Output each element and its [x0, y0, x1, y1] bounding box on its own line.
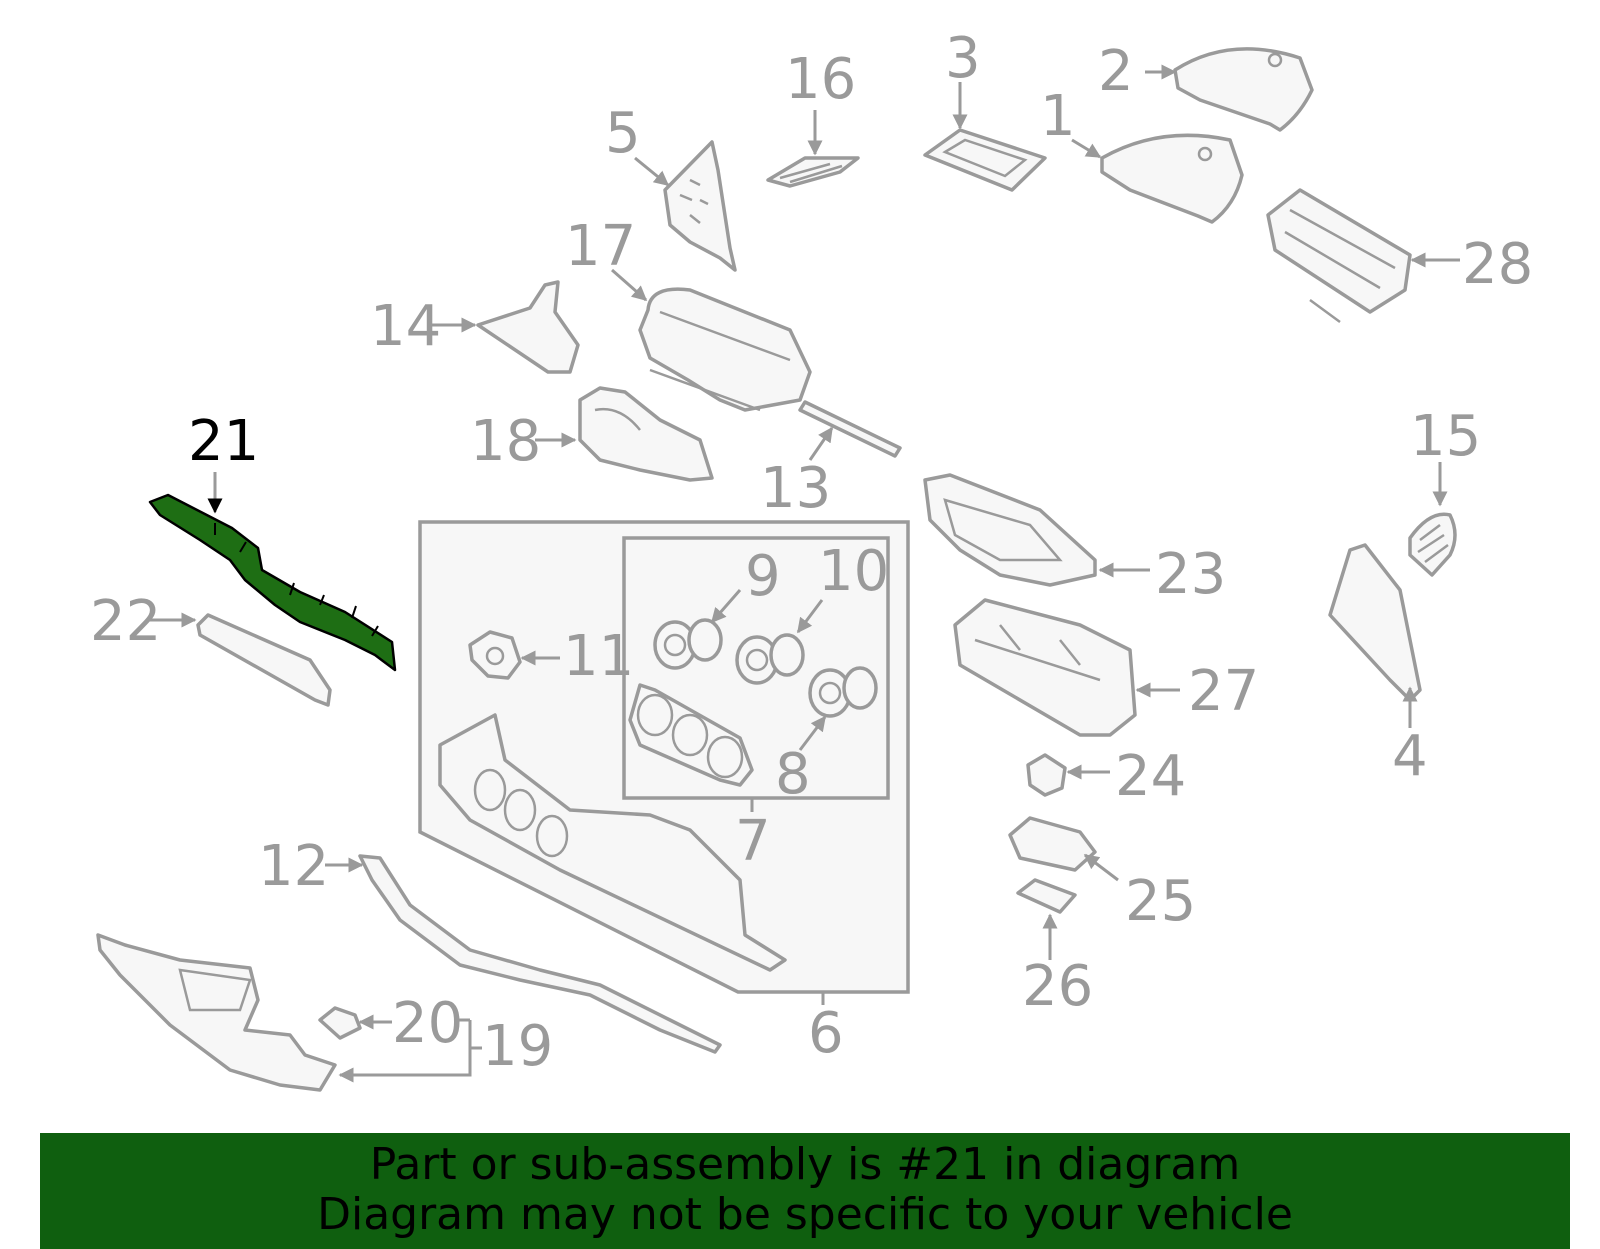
callout-25[interactable]: 25 — [1125, 869, 1196, 934]
leader-19 — [338, 1020, 472, 1083]
part-15-slats — [1417, 524, 1449, 564]
callout-12[interactable]: 12 — [258, 834, 329, 899]
part-21-ribs — [214, 523, 379, 637]
part-16-vent-slats — [779, 162, 843, 184]
callout-21[interactable]: 21 — [188, 409, 259, 474]
part-18-detail — [594, 407, 641, 431]
part-25-tray — [1008, 816, 1097, 872]
part-13-strip — [798, 400, 902, 458]
part-24-switch — [1026, 753, 1067, 797]
callout-1[interactable]: 1 — [1040, 84, 1076, 149]
part-26-mat — [1016, 878, 1077, 914]
part-2-hole — [1267, 52, 1283, 68]
part-2-cover — [1173, 47, 1314, 132]
part-11-center — [485, 646, 505, 666]
callout-5[interactable]: 5 — [605, 101, 641, 166]
part-5-trim — [663, 140, 737, 272]
part-3-frame-inner — [942, 138, 1028, 178]
callout-2[interactable]: 2 — [1098, 39, 1134, 104]
part-10-knob — [735, 633, 805, 685]
part-17-housing — [638, 287, 812, 412]
callout-14[interactable]: 14 — [370, 294, 441, 359]
callout-4[interactable]: 4 — [1392, 724, 1428, 789]
leader-8 — [798, 715, 827, 751]
part-1-cover — [1100, 133, 1244, 224]
part-8-knob — [808, 666, 878, 718]
part-19-console — [96, 933, 337, 1092]
part-1-hole — [1197, 146, 1213, 162]
callout-3[interactable]: 3 — [945, 26, 981, 91]
callout-23[interactable]: 23 — [1155, 542, 1226, 607]
leader-1 — [1071, 138, 1102, 159]
callout-7[interactable]: 7 — [735, 809, 771, 874]
part-20-clip — [318, 1006, 362, 1040]
callout-10[interactable]: 10 — [818, 539, 889, 604]
part-7-bezel — [628, 683, 754, 787]
callout-17[interactable]: 17 — [565, 214, 636, 279]
part-15-vent — [1408, 512, 1457, 577]
banner-line-2: Diagram may not be specific to your vehi… — [317, 1189, 1293, 1240]
callout-19[interactable]: 19 — [482, 1014, 553, 1079]
part-27-detail — [974, 624, 1101, 682]
callout-9[interactable]: 9 — [745, 544, 781, 609]
callout-13[interactable]: 13 — [760, 456, 831, 521]
callout-6[interactable]: 6 — [808, 1001, 844, 1066]
part-6-opening-1 — [473, 768, 507, 812]
callout-24[interactable]: 24 — [1115, 744, 1186, 809]
part-12-strip — [358, 854, 722, 1054]
callout-20[interactable]: 20 — [392, 991, 463, 1056]
leader-10 — [796, 599, 824, 634]
part-27-selector — [953, 598, 1137, 737]
leader-9 — [710, 589, 742, 624]
part-11-knob — [468, 630, 522, 680]
info-banner: Part or sub-assembly is #21 in diagram D… — [40, 1133, 1570, 1249]
part-6-opening-2 — [503, 788, 537, 832]
part-17-detail — [649, 310, 791, 412]
leader-13 — [808, 426, 834, 461]
callout-22[interactable]: 22 — [90, 589, 161, 654]
part-6-panel — [438, 713, 787, 972]
part-23-inner — [943, 498, 1063, 562]
part-19-detail — [178, 968, 252, 1012]
part-9-knob — [653, 618, 723, 670]
part-22-bracket — [196, 613, 332, 707]
callout-16[interactable]: 16 — [785, 47, 856, 112]
part-28-detail — [1284, 208, 1396, 324]
leader-25 — [1083, 853, 1119, 882]
callout-28[interactable]: 28 — [1462, 232, 1533, 297]
callout-27[interactable]: 27 — [1188, 659, 1259, 724]
part-18-shroud — [578, 386, 714, 482]
part-7-bezel-ring-1 — [636, 693, 674, 737]
part-21-beam — [148, 493, 397, 672]
part-28-airbag — [1266, 188, 1412, 314]
part-6-opening-3 — [535, 814, 569, 858]
leader-5 — [634, 156, 670, 187]
part-5-slots — [679, 178, 709, 224]
banner-line-1: Part or sub-assembly is #21 in diagram — [369, 1139, 1241, 1190]
callout-18[interactable]: 18 — [470, 409, 541, 474]
part-23-bezel — [923, 473, 1097, 587]
leader-17 — [611, 268, 648, 302]
part-4-panel — [1328, 543, 1422, 702]
part-7-bezel-ring-3 — [706, 735, 744, 779]
part-7-bezel-ring-2 — [671, 713, 709, 757]
callout-8[interactable]: 8 — [775, 742, 811, 807]
part-16-vent — [766, 156, 860, 188]
callout-26[interactable]: 26 — [1022, 954, 1093, 1019]
callout-15[interactable]: 15 — [1410, 404, 1481, 469]
part-14-bracket — [476, 280, 580, 374]
callout-11[interactable]: 11 — [563, 624, 634, 689]
